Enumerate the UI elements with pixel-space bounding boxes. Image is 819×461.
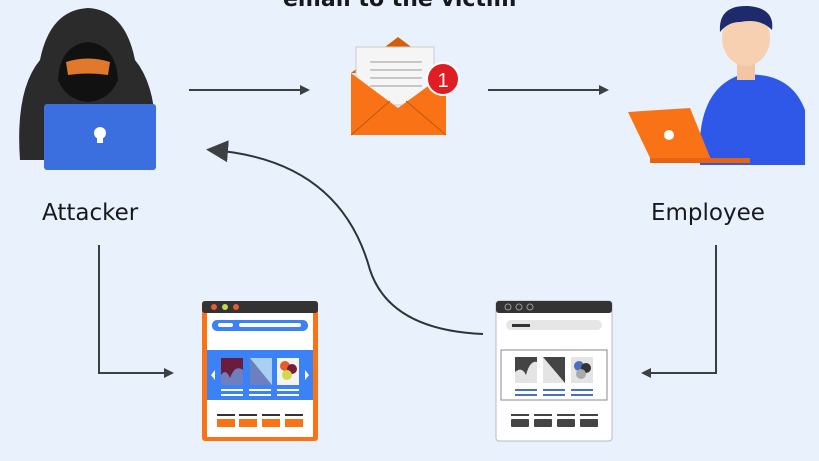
step-caption: email to the victim: [283, 0, 516, 12]
notification-badge: 1: [426, 62, 460, 96]
fake-website-icon: [202, 301, 318, 441]
website-icon: [495, 300, 613, 442]
attacker-label: Attacker: [42, 200, 139, 226]
attacker-icon: [19, 8, 156, 170]
arrow-attacker-to-fake-site: [98, 245, 174, 378]
employee-label: Employee: [651, 200, 765, 226]
arrow-employee-to-site: [641, 245, 717, 378]
arrow-site-back-to-attacker: [206, 140, 484, 335]
employee-icon: [628, 5, 805, 165]
email-envelope-icon: [350, 37, 447, 136]
svg-text:1: 1: [437, 70, 448, 92]
